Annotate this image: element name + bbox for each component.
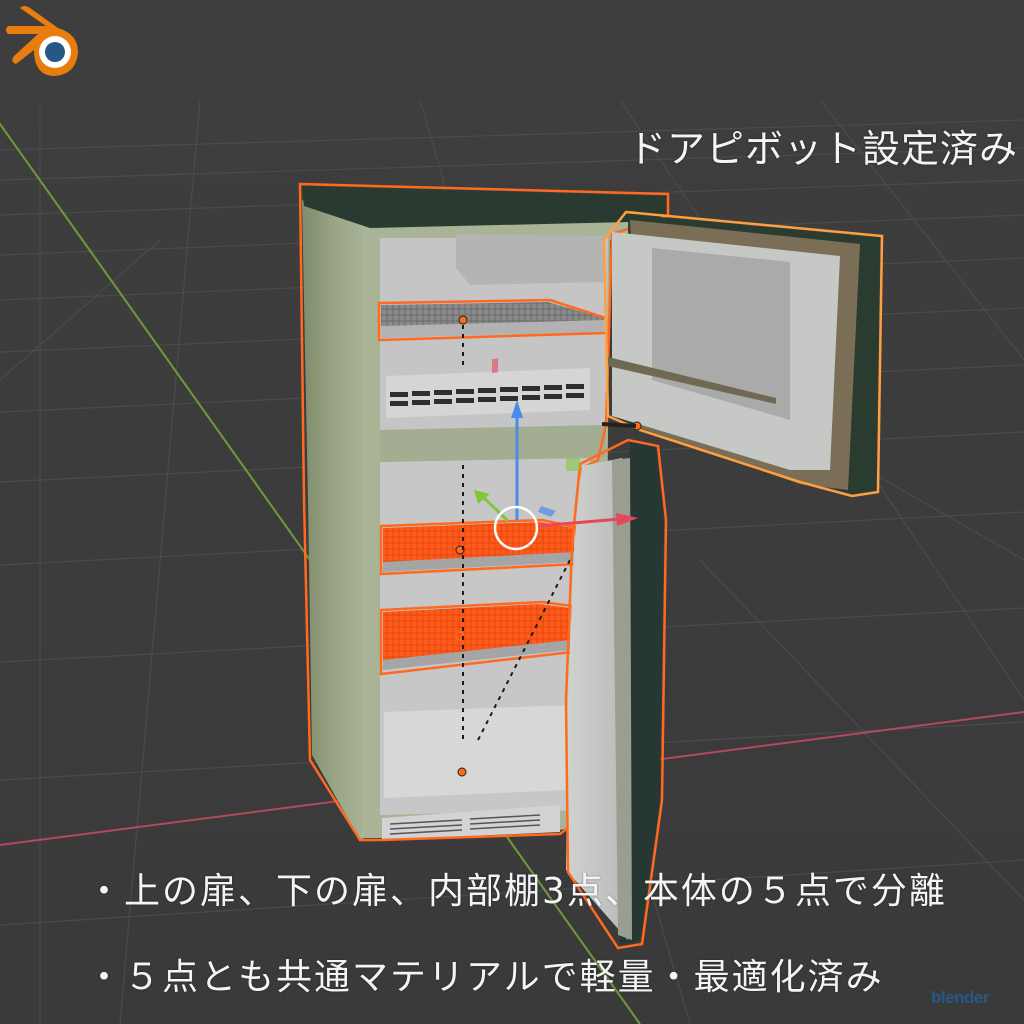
gizmo-xy-plane-handle[interactable] xyxy=(566,458,580,471)
parent-relationship-lines xyxy=(462,325,571,741)
upper-door[interactable] xyxy=(601,210,884,498)
divider-bar xyxy=(380,425,606,462)
shelf-upper[interactable] xyxy=(377,298,608,342)
grille-slats xyxy=(389,814,541,835)
body-top-lid xyxy=(302,186,668,228)
transform-gizmo[interactable] xyxy=(474,358,638,551)
pivot-caption: ドアピボット設定済み xyxy=(628,127,1019,171)
blender-logo-icon xyxy=(6,6,78,76)
separation-note: ・上の扉、下の扉、内部棚3点、本体の５点で分離 xyxy=(86,871,947,912)
shelf-middle[interactable] xyxy=(379,518,578,576)
gizmo-x-axis[interactable] xyxy=(537,517,621,528)
gizmo-pivot-ring[interactable] xyxy=(493,505,539,551)
blender-wordmark: blender xyxy=(931,988,989,1007)
lower-door-edge xyxy=(612,458,632,940)
shelf-upper-origin xyxy=(458,315,468,325)
gizmo-y-axis[interactable] xyxy=(480,494,510,523)
gizmo-z-arrowhead[interactable] xyxy=(511,400,523,418)
freezer-box xyxy=(456,234,605,285)
crisper-floor xyxy=(384,705,570,798)
gizmo-yz-plane-handle[interactable] xyxy=(538,506,556,517)
upper-door-selection-outline xyxy=(602,210,884,498)
upper-door-bin-rail xyxy=(608,357,776,404)
lower-door-selection-outline xyxy=(564,438,668,950)
hinge-bar xyxy=(601,422,637,428)
gizmo-xz-plane-handle[interactable] xyxy=(492,358,498,374)
vent-slots xyxy=(390,384,584,406)
body-side-panel xyxy=(302,200,370,840)
material-note: ・５点とも共通マテリアルで軽量・最適化済み xyxy=(86,957,884,998)
gizmo-x-arrowhead[interactable] xyxy=(616,513,638,526)
body-origin xyxy=(457,767,467,777)
gizmo-y-arrowhead[interactable] xyxy=(474,490,490,504)
lower-door[interactable] xyxy=(564,438,668,950)
